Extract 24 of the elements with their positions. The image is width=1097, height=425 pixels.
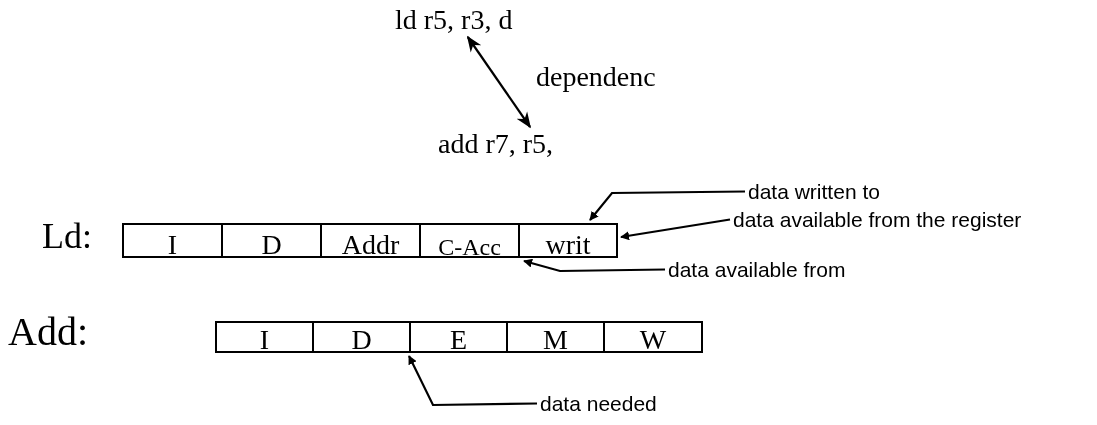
row-label: Add: xyxy=(8,312,88,352)
pipeline-stage: D xyxy=(221,223,322,258)
pipeline-stage: W xyxy=(603,321,703,353)
pipeline-stage: I xyxy=(215,321,314,353)
callout-text: data available from xyxy=(668,259,846,280)
instruction-text: ld r5, r3, d xyxy=(395,6,513,34)
pipeline-stage: I xyxy=(122,223,223,258)
callout-text: data needed xyxy=(540,393,657,414)
pipeline-stage: Addr xyxy=(320,223,421,258)
edge-label: dependenc xyxy=(536,63,656,91)
dependency-arrow xyxy=(466,35,531,129)
pipeline-stage: E xyxy=(409,321,508,353)
callout-text: data written to xyxy=(748,181,880,202)
pipeline-stage: D xyxy=(312,321,411,353)
leader-line xyxy=(408,355,537,407)
pipeline-stage: writ xyxy=(518,223,618,258)
pipeline-stage: M xyxy=(506,321,605,353)
leader-line xyxy=(589,190,745,221)
leader-line xyxy=(620,218,731,241)
pipeline-stage: C-Acc xyxy=(419,223,520,258)
instruction-text: add r7, r5, xyxy=(438,130,554,158)
row-label: Ld: xyxy=(42,218,92,254)
callout-text: data available from the register xyxy=(733,209,1022,230)
leader-line xyxy=(523,258,665,273)
